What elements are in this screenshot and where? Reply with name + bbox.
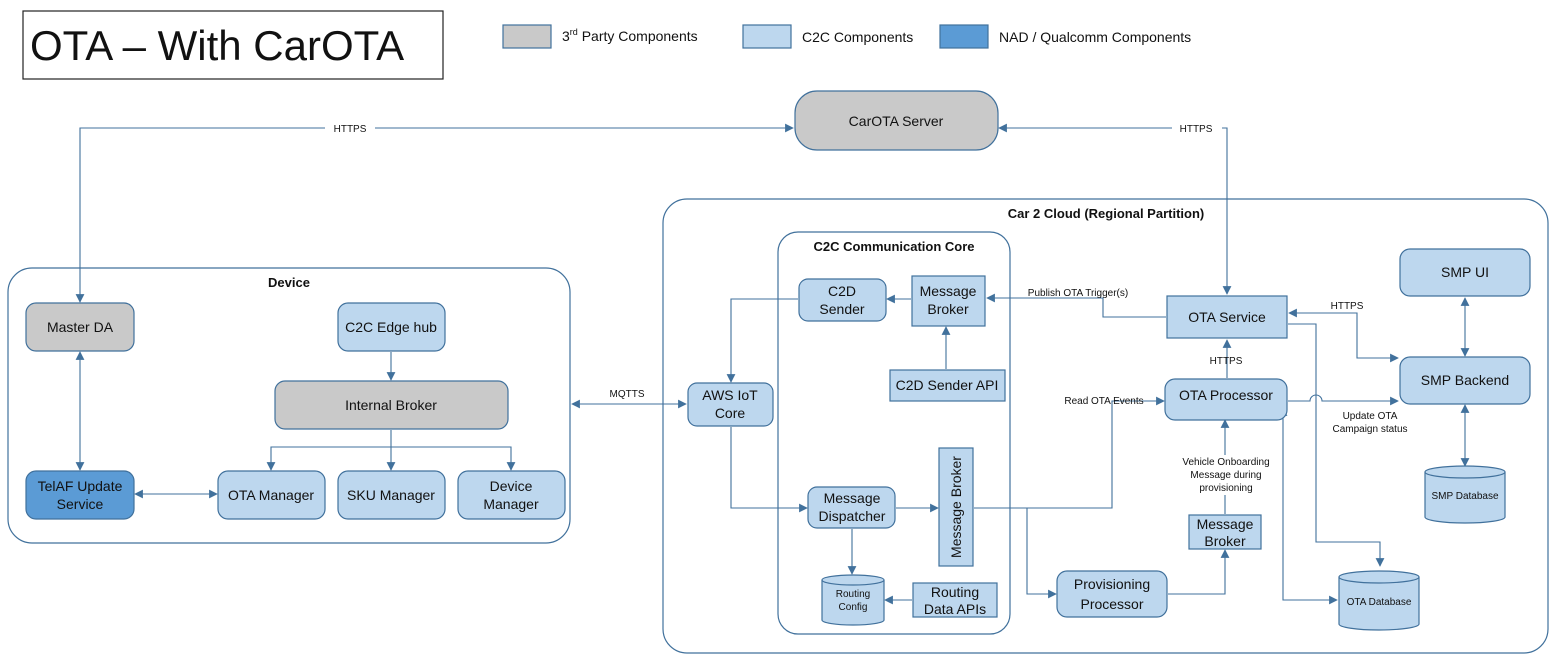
legend-label-c2c: C2C Components <box>802 29 913 45</box>
message-broker-right-label-1: Message <box>1197 516 1254 532</box>
edge-carota-master-da <box>75 123 794 303</box>
edge-broker-ota-processor <box>974 396 1165 509</box>
message-broker-right-label-2: Broker <box>1204 533 1246 549</box>
c2d-sender-node <box>798 278 887 322</box>
routing-config-label-1: Routing <box>836 589 870 600</box>
edge-label-https-smp: HTTPS <box>1331 301 1364 312</box>
edge-label-read-events: Read OTA Events <box>1064 396 1143 407</box>
device-manager-label-2: Manager <box>483 496 539 512</box>
message-broker-vertical-node <box>938 447 974 567</box>
telaf-label-1: TelAF Update <box>38 478 123 494</box>
message-broker-right-node <box>1188 514 1262 550</box>
c2d-sender-label-2: Sender <box>819 301 864 317</box>
c2d-sender-api-label: C2D Sender API <box>896 377 999 393</box>
smp-ui-label: SMP UI <box>1441 264 1489 280</box>
edge-hub-label: C2C Edge hub <box>345 319 437 335</box>
edge-label-mqtts: MQTTS <box>610 389 645 400</box>
device-manager-node <box>457 470 566 520</box>
device-manager-label-1: Device <box>490 478 533 494</box>
message-broker-top-label-2: Broker <box>927 301 969 317</box>
provisioning-processor-label-2: Processor <box>1080 596 1143 612</box>
edge-c2d-sender-aws <box>726 298 798 383</box>
edge-ota-service-broker <box>986 293 1166 318</box>
carota-server-node <box>794 90 999 151</box>
edge-label-bg <box>1178 455 1274 495</box>
legend-label-third-party: 3rd Party Components <box>562 27 698 44</box>
ota-service-label: OTA Service <box>1188 309 1266 325</box>
core-group <box>777 231 1011 635</box>
internal-broker-node <box>274 380 509 430</box>
master-da-label: Master DA <box>47 319 114 335</box>
edge-label-https-right: HTTPS <box>1180 124 1213 135</box>
ota-database-label: OTA Database <box>1347 597 1412 608</box>
routing-data-apis-label-2: Data APIs <box>924 601 986 617</box>
legend-swatch-c2c <box>742 24 792 49</box>
aws-iot-label-1: AWS IoT <box>702 387 758 403</box>
ota-database-db <box>1338 570 1420 631</box>
edge-label-update-1: Update OTA <box>1343 411 1398 422</box>
c2d-sender-api-node <box>889 369 1006 402</box>
message-dispatcher-label-2: Dispatcher <box>819 508 886 524</box>
edge-label-onboarding-1: Vehicle Onboarding <box>1182 457 1269 468</box>
c2d-sender-label-1: C2D <box>828 283 856 299</box>
message-broker-top-label-1: Message <box>920 283 977 299</box>
message-broker-vertical-label: Message Broker <box>948 456 964 558</box>
edge-label-bg <box>1172 122 1222 134</box>
core-group-title: C2C Communication Core <box>813 239 974 254</box>
routing-config-label-2: Config <box>839 602 868 613</box>
aws-iot-node <box>687 382 774 427</box>
edge-label-https-processor: HTTPS <box>1210 356 1243 367</box>
edge-service-ota-db <box>1288 323 1385 567</box>
edge-hub-node <box>337 302 446 352</box>
message-dispatcher-label-1: Message <box>824 490 881 506</box>
ota-service-node <box>1166 295 1288 339</box>
sku-manager-node <box>337 470 446 520</box>
routing-config-db <box>821 574 885 626</box>
diagram-title: OTA – With CarOTA <box>30 22 404 69</box>
routing-data-apis-node <box>912 582 998 618</box>
edge-processor-smp-backend <box>1288 394 1399 406</box>
provisioning-processor-label-1: Provisioning <box>1074 576 1150 592</box>
edge-aws-dispatcher <box>730 427 808 513</box>
edge-label-update-2: Campaign status <box>1332 424 1407 435</box>
edge-broker-provisioning <box>1026 508 1057 599</box>
provisioning-processor-node <box>1056 570 1168 618</box>
telaf-label-2: Service <box>57 496 104 512</box>
smp-database-label: SMP Database <box>1431 491 1499 502</box>
edge-processor-ota-db <box>1278 407 1338 605</box>
ota-manager-node <box>217 470 326 520</box>
ota-processor-label: OTA Processor <box>1179 387 1273 403</box>
edge-label-onboarding-2: Message during <box>1190 470 1261 481</box>
smp-backend-node <box>1399 356 1531 405</box>
message-broker-top-node <box>911 275 986 327</box>
smp-database-db <box>1424 465 1506 524</box>
cloud-group-title: Car 2 Cloud (Regional Partition) <box>1008 206 1204 221</box>
ota-manager-label: OTA Manager <box>228 487 314 503</box>
smp-ui-node <box>1399 248 1531 297</box>
message-dispatcher-node <box>807 486 896 529</box>
edge-provisioning-broker <box>1168 549 1230 595</box>
edge-label-https-left: HTTPS <box>334 124 367 135</box>
legend-swatch-nad <box>939 24 989 49</box>
edge-label-bg <box>325 122 375 134</box>
routing-data-apis-label-1: Routing <box>931 584 979 600</box>
edge-carota-ota-service <box>998 123 1232 295</box>
edge-label-onboarding-3: provisioning <box>1199 483 1252 494</box>
edge-service-smp-backend <box>1288 308 1399 363</box>
sku-manager-label: SKU Manager <box>347 487 435 503</box>
internal-broker-label: Internal Broker <box>345 397 437 413</box>
smp-backend-label: SMP Backend <box>1421 372 1509 388</box>
legend-swatch-third-party <box>502 24 552 49</box>
edge-label-publish-trigger: Publish OTA Trigger(s) <box>1028 288 1128 299</box>
carota-server-label: CarOTA Server <box>849 113 944 129</box>
aws-iot-label-2: Core <box>715 405 746 421</box>
telaf-node <box>25 470 135 520</box>
ota-processor-node <box>1164 378 1288 421</box>
legend-label-nad: NAD / Qualcomm Components <box>999 29 1191 45</box>
master-da-node <box>25 302 135 352</box>
device-group-title: Device <box>268 275 310 290</box>
title-box <box>22 10 444 80</box>
